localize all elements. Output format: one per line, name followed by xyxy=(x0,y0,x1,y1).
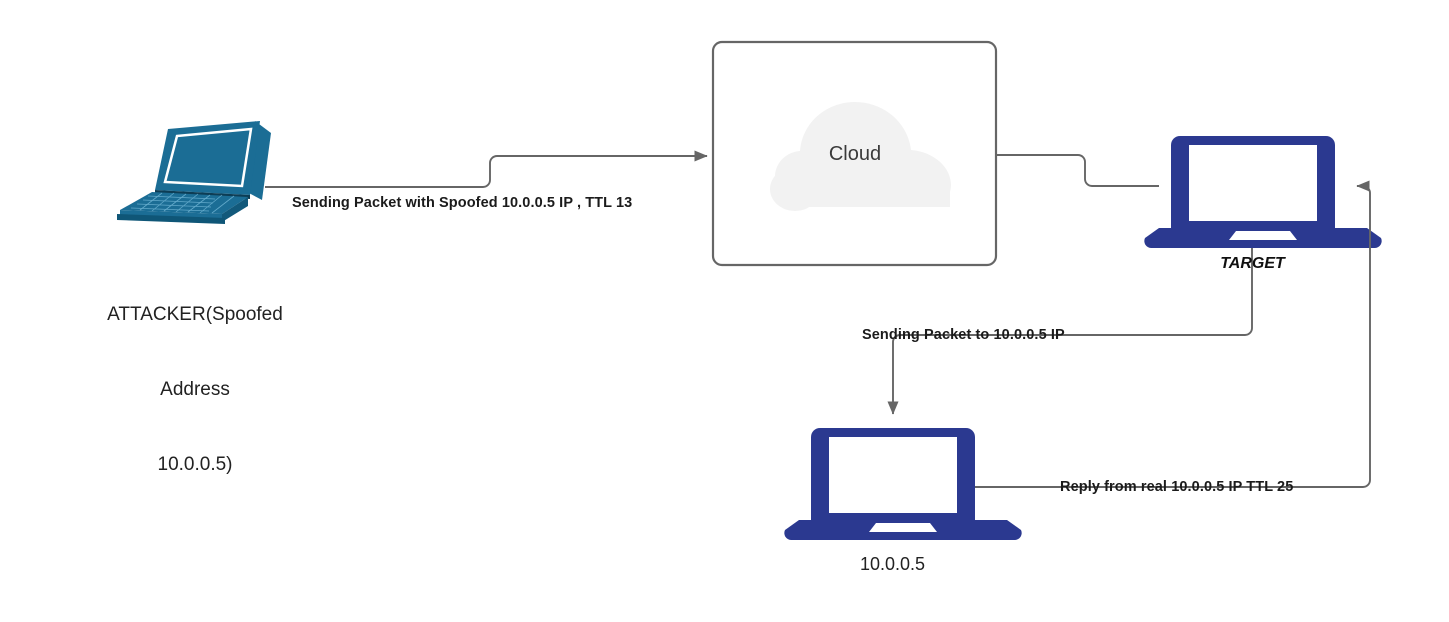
cloud-icon xyxy=(770,102,951,211)
edge-cloud-to-target xyxy=(996,154,1159,187)
edge-label-target-to-victim: Sending Packet to 10.0.0.5 IP xyxy=(862,327,1065,343)
cloud-label: Cloud xyxy=(828,143,882,165)
edge-victim-to-target xyxy=(975,180,1371,488)
victim-laptop-icon xyxy=(784,428,1022,540)
edge-attacker-to-cloud xyxy=(265,150,708,188)
attacker-label-line-2: Address xyxy=(160,379,230,400)
attacker-laptop-icon xyxy=(117,121,271,224)
edge-label-attacker-to-cloud: Sending Packet with Spoofed 10.0.0.5 IP … xyxy=(292,195,633,211)
attacker-label: ATTACKER(Spoofed Address 10.0.0.5) xyxy=(70,252,320,527)
victim-label: 10.0.0.5 xyxy=(859,554,926,574)
attacker-label-line-1: ATTACKER(Spoofed xyxy=(107,304,283,325)
edge-target-to-victim xyxy=(887,248,1253,415)
target-laptop-icon xyxy=(1144,136,1382,248)
target-label: TARGET xyxy=(1220,255,1285,272)
edge-label-victim-to-target: Reply from real 10.0.0.5 IP TTL 25 xyxy=(1060,479,1294,495)
attacker-label-line-3: 10.0.0.5) xyxy=(157,454,233,475)
